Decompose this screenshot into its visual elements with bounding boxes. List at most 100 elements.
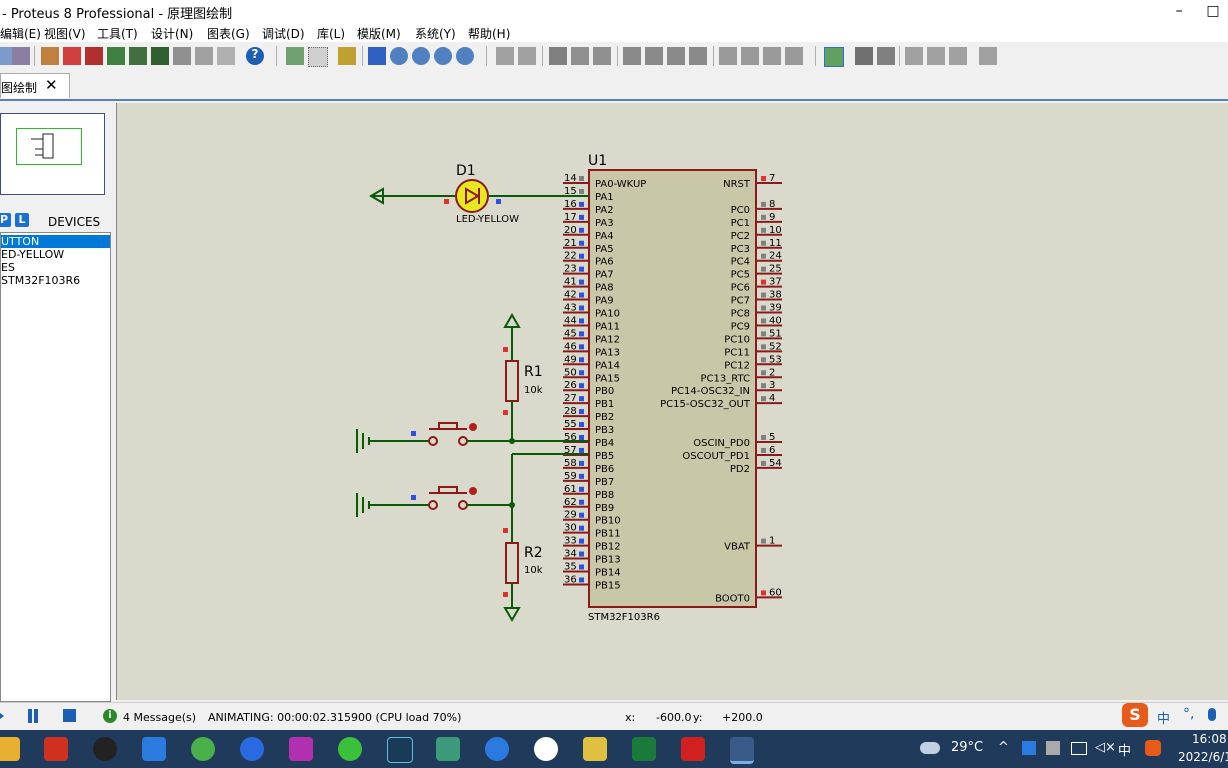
block-rotate-icon[interactable] — [667, 47, 685, 65]
zoom-area-icon[interactable] — [456, 47, 474, 65]
document-icon[interactable] — [217, 47, 235, 65]
maximize-button[interactable]: □ — [1206, 3, 1220, 19]
button-cap[interactable] — [438, 486, 458, 494]
weather-icon[interactable] — [920, 742, 940, 754]
taskbar-app-icon[interactable] — [289, 737, 313, 761]
report-icon[interactable] — [979, 47, 997, 65]
search-icon[interactable] — [855, 47, 873, 65]
exit-to-parent-icon[interactable] — [949, 47, 967, 65]
chip-body[interactable] — [588, 169, 757, 608]
resistor-r1[interactable]: R1 10k — [503, 313, 543, 441]
menu-edit[interactable]: 编辑(E) — [0, 27, 41, 41]
home-icon[interactable] — [41, 47, 59, 65]
youdao-icon[interactable] — [681, 737, 705, 761]
punctuation-icon[interactable]: °, — [1183, 706, 1195, 722]
wechat-icon[interactable] — [338, 737, 362, 761]
tray-app-icon[interactable] — [1022, 741, 1036, 755]
taskbar-app-icon[interactable] — [240, 737, 264, 761]
clock-date[interactable]: 2022/6/1 — [1178, 750, 1228, 764]
network-icon[interactable] — [1071, 742, 1087, 755]
gerber-icon[interactable] — [129, 47, 147, 65]
pause-icon[interactable] — [28, 709, 32, 723]
button-cap[interactable] — [438, 422, 458, 430]
property-tool-icon[interactable] — [877, 47, 895, 65]
make-device-icon[interactable] — [741, 47, 759, 65]
pcb-icon[interactable] — [85, 47, 103, 65]
list-item[interactable]: UTTON — [1, 235, 110, 248]
led-d1[interactable]: D1 LED-YELLOW — [369, 163, 589, 225]
weather-temp[interactable]: 29°C — [951, 740, 984, 755]
sogou-tray-icon[interactable] — [1145, 740, 1161, 756]
minimize-button[interactable]: – — [1175, 3, 1183, 19]
browser-icon[interactable] — [191, 737, 215, 761]
ime-indicator[interactable]: 中 — [1118, 744, 1132, 759]
taskbar-app-icon[interactable] — [387, 737, 413, 763]
info-icon[interactable]: i — [103, 709, 117, 723]
ime-language[interactable]: 中 — [1157, 712, 1171, 727]
library-button[interactable]: L — [15, 213, 29, 227]
grid-icon[interactable] — [308, 47, 328, 67]
overview-viewport[interactable] — [16, 128, 82, 165]
block-delete-icon[interactable] — [689, 47, 707, 65]
volume-icon[interactable]: ◁× — [1095, 740, 1116, 755]
button-2[interactable] — [356, 453, 589, 543]
tab-schematic[interactable]: 图绘制 ✕ — [0, 73, 70, 98]
3d-icon[interactable] — [107, 47, 125, 65]
paste-icon[interactable] — [593, 47, 611, 65]
block-move-icon[interactable] — [645, 47, 663, 65]
menu-view[interactable]: 视图(V) — [44, 27, 86, 41]
refresh-icon[interactable] — [286, 47, 304, 65]
play-icon[interactable] — [0, 710, 4, 722]
file-explorer-icon[interactable] — [0, 737, 20, 761]
wire-autorouter-icon[interactable] — [824, 47, 844, 67]
pick-devices-button[interactable]: P — [0, 213, 11, 227]
list-item[interactable]: STM32F103R6 — [1, 274, 81, 287]
proteus-taskbar-icon[interactable] — [730, 737, 754, 764]
bom-icon[interactable] — [151, 47, 169, 65]
menu-graph[interactable]: 图表(G) — [207, 27, 250, 41]
help-icon[interactable]: ? — [246, 47, 264, 65]
qq-icon[interactable] — [93, 737, 117, 761]
new-sheet-icon[interactable] — [905, 47, 923, 65]
clock-time[interactable]: 16:08 — [1192, 732, 1227, 746]
decompose-icon[interactable] — [785, 47, 803, 65]
taskbar-app-icon[interactable] — [485, 737, 509, 761]
resistor-body[interactable] — [505, 360, 519, 402]
pick-device-icon[interactable] — [719, 47, 737, 65]
zoom-in-icon[interactable] — [390, 47, 408, 65]
origin-icon[interactable] — [338, 47, 356, 65]
record-icon[interactable] — [534, 737, 558, 761]
microphone-icon[interactable] — [1208, 708, 1216, 721]
stop-icon[interactable] — [63, 709, 76, 722]
messages-count[interactable]: 4 Message(s) — [123, 711, 197, 724]
wps-icon[interactable] — [44, 737, 68, 761]
menu-library[interactable]: 库(L) — [317, 27, 346, 41]
source-icon[interactable] — [173, 47, 191, 65]
button-1[interactable] — [356, 422, 589, 453]
overview-window[interactable] — [0, 113, 105, 195]
cut-icon[interactable] — [549, 47, 567, 65]
menu-tools[interactable]: 工具(T) — [97, 27, 138, 41]
android-studio-icon[interactable] — [436, 737, 460, 761]
zoom-out-icon[interactable] — [412, 47, 430, 65]
list-item[interactable]: ED-YELLOW — [1, 248, 65, 261]
excel-icon[interactable] — [632, 737, 656, 761]
schematic-icon[interactable] — [63, 47, 81, 65]
chevron-up-icon[interactable]: ^ — [998, 740, 1009, 755]
stm32-chip[interactable]: U1 STM32F103R6 — [588, 153, 757, 623]
undo-icon[interactable] — [496, 47, 514, 65]
block-copy-icon[interactable] — [623, 47, 641, 65]
save-icon[interactable] — [0, 47, 12, 65]
menu-system[interactable]: 系统(Y) — [415, 27, 456, 41]
list-item[interactable]: ES — [1, 261, 15, 274]
remove-sheet-icon[interactable] — [927, 47, 945, 65]
resistor-body[interactable] — [505, 542, 519, 584]
taskbar-app-icon[interactable] — [583, 737, 607, 761]
copy-icon[interactable] — [571, 47, 589, 65]
pan-icon[interactable] — [368, 47, 386, 65]
taskbar-app-icon[interactable] — [142, 737, 166, 761]
notes-icon[interactable] — [195, 47, 213, 65]
led-body[interactable] — [455, 179, 489, 213]
resistor-r2[interactable]: R2 10k — [503, 528, 543, 622]
